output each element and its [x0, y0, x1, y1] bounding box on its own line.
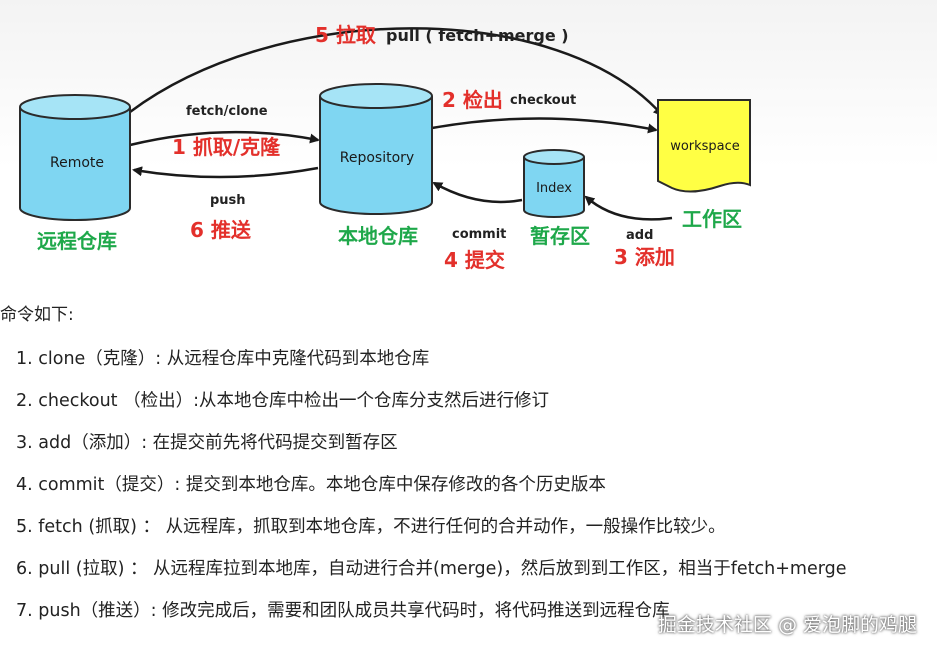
workspace-caption: 工作区	[682, 207, 742, 231]
fetch-clone-label: fetch/clone	[186, 104, 268, 119]
workspace-document-shape	[657, 99, 751, 193]
command-item-clone: 1. clone（克隆）: 从远程仓库中克隆代码到本地仓库	[16, 349, 430, 369]
command-item-checkout: 2. checkout （检出）:从本地仓库中检出一个仓库分支然后进行修订	[16, 391, 549, 411]
watermark: 掘金技术社区 @ 爱泡脚的鸡腿	[657, 614, 917, 636]
fetch-clone-arrow	[129, 130, 320, 147]
index-caption: 暂存区	[530, 224, 590, 248]
pull-label: pull ( fetch+merge )	[386, 26, 569, 45]
index-cylinder	[523, 149, 585, 218]
push-arrow	[132, 166, 319, 179]
git-workflow-diagram: Remote 远程仓库 Repository 本地仓库 Index 暂存区 wo…	[19, 23, 751, 272]
index-label: Index	[536, 181, 572, 196]
add-arrow	[584, 195, 673, 221]
command-item-commit: 4. commit（提交）: 提交到本地仓库。本地仓库中保存修改的各个历史版本	[16, 475, 606, 495]
add-step-label: 3 添加	[614, 245, 675, 269]
checkout-arrow	[431, 117, 658, 134]
commit-arrow	[432, 181, 523, 204]
fetch-clone-step-label: 1 抓取/克隆	[172, 135, 281, 159]
checkout-label: checkout	[510, 93, 576, 108]
remote-label: Remote	[50, 155, 104, 171]
pull-arrow	[129, 27, 664, 117]
commands-intro: 命令如下:	[0, 305, 74, 325]
command-item-pull: 6. pull (拉取) ： 从远程库拉到本地库，自动进行合并(merge)，然…	[16, 559, 847, 579]
push-step-label: 6 推送	[190, 218, 252, 242]
push-label: push	[210, 193, 246, 208]
pull-step-label: 5 拉取	[315, 23, 376, 47]
command-list: 1. clone（克隆）: 从远程仓库中克隆代码到本地仓库 2. checkou…	[16, 347, 847, 641]
repository-cylinder	[319, 83, 433, 215]
workspace-label: workspace	[670, 139, 740, 154]
remote-cylinder	[19, 94, 131, 221]
commit-step-label: 4 提交	[444, 248, 505, 272]
command-item-push: 7. push（推送）: 修改完成后，需要和团队成员共享代码时，将代码推送到远程…	[16, 601, 670, 621]
checkout-step-label: 2 检出	[442, 88, 503, 112]
command-item-add: 3. add（添加）: 在提交前先将代码提交到暂存区	[16, 433, 398, 453]
repository-caption: 本地仓库	[338, 224, 418, 248]
remote-caption: 远程仓库	[37, 229, 117, 253]
add-label: add	[626, 228, 653, 243]
command-item-fetch: 5. fetch (抓取) ： 从远程库，抓取到本地仓库，不进行任何的合并动作，…	[16, 517, 726, 537]
commit-label: commit	[452, 227, 506, 242]
repository-label: Repository	[340, 150, 414, 166]
